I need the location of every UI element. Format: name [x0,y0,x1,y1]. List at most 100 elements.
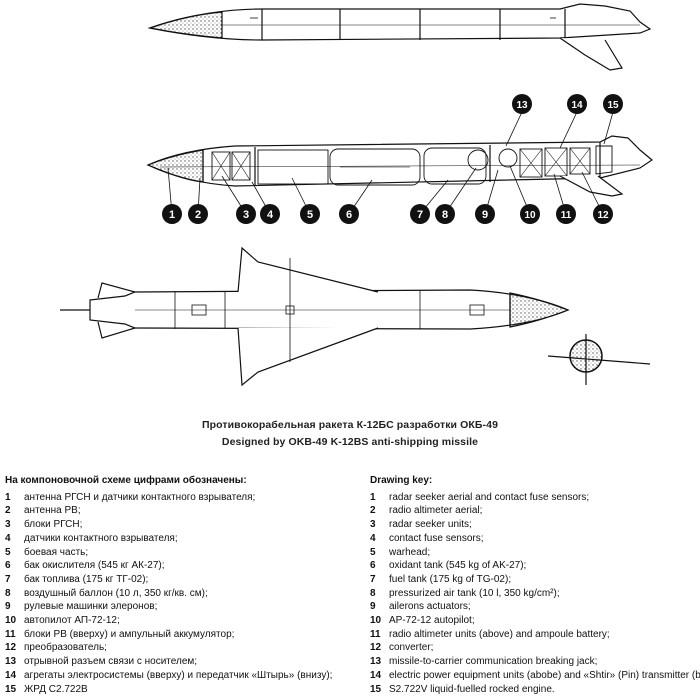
key-item-text: radar seeker aerial and contact fuse sen… [389,491,590,503]
key-item-number: 7 [5,573,11,585]
key-item: 13 отрывной разъем связи с носителем; [5,655,355,669]
svg-text:5: 5 [307,209,313,221]
key-item-text: radar seeker units; [389,519,472,531]
wing-lower [237,327,379,387]
key-item-number: 9 [370,601,376,613]
key-item-text: AP-72-12 autopilot; [389,615,475,627]
key-item-number: 9 [5,601,11,613]
callout-5: 5 [300,204,320,224]
key-item-text: contact fuse sensors; [389,532,484,544]
plan-view [60,246,570,387]
key-item: 9 ailerons actuators; [370,600,695,614]
key-item-number: 4 [370,532,376,544]
key-item-number: 3 [370,519,376,531]
callout-10: 10 [520,204,540,224]
key-item-text: отрывной разъем связи с носителем; [24,656,198,668]
key-item-text: воздушный баллон (10 л, 350 кг/кв. см); [24,587,208,599]
callout-9: 9 [475,204,495,224]
key-item-number: 1 [5,491,11,503]
key-item: 7 бак топлива (175 кг ТГ-02); [5,573,355,587]
autopilot-circle [498,148,518,168]
callout-12: 12 [593,204,613,224]
svg-text:7: 7 [417,209,423,221]
drawing-key-russian: На компоновочной схеме цифрами обозначен… [5,474,355,696]
key-item-text: датчики контактного взрывателя; [24,532,178,544]
key-item-number: 5 [370,546,376,558]
key-item-number: 12 [5,642,17,654]
caption-english: Designed by OKB-49 K-12BS anti-shipping … [221,436,479,448]
front-view [547,334,651,385]
key-item-text: агрегаты электросистемы (вверху) и перед… [24,669,333,681]
key-item: 13 missile-to-carrier communication break… [370,655,695,669]
key-item-text: warhead; [389,546,431,558]
key-item-text: преобразователь; [24,642,107,654]
key-item: 3 блоки РГСН; [5,518,355,532]
key-item-number: 14 [370,669,382,681]
svg-text:6: 6 [346,209,352,221]
key-item: 8 воздушный баллон (10 л, 350 кг/кв. см); [5,587,355,601]
warhead-section [257,149,329,185]
oxidant-tank [329,148,421,186]
wing-upper [237,246,379,293]
key-item: 10 автопилот АП-72-12; [5,614,355,628]
key-item: 9 рулевые машинки элеронов; [5,600,355,614]
key-title-russian: На компоновочной схеме цифрами обозначен… [5,475,247,486]
nose-radome-top [147,11,223,39]
key-item-number: 8 [5,587,11,599]
key-item-text: автопилот АП-72-12; [24,615,120,627]
key-item-number: 6 [370,560,376,572]
key-item: 3 radar seeker units; [370,518,695,532]
callout-7: 7 [410,204,430,224]
key-item-number: 11 [370,628,381,640]
key-item-text: radio altimeter aerial; [389,505,483,517]
key-item-text: рулевые машинки элеронов; [24,601,158,613]
svg-text:15: 15 [607,100,619,111]
key-item-number: 10 [5,615,17,627]
key-item-number: 11 [5,628,16,640]
key-item-text: бак окислителя (545 кг АК-27); [24,560,165,572]
key-item-number: 1 [370,491,376,503]
tail-fin-upper [97,282,136,299]
air-bottle [467,149,489,171]
callout-2: 2 [188,204,208,224]
key-item-text: ailerons actuators; [389,601,471,613]
radar-seeker-block-b [231,151,251,181]
callout-3: 3 [236,204,256,224]
key-item-text: missile-to-carrier communication breakin… [389,656,598,668]
key-item-number: 3 [5,519,11,531]
key-item-text: бак топлива (175 кг ТГ-02); [24,573,149,585]
key-item: 12 преобразователь; [5,641,355,655]
callout-8: 8 [435,204,455,224]
key-item-number: 15 [370,683,382,695]
key-item-text: electric power equipment units (abobe) a… [389,669,700,681]
radar-seeker-block-a [211,151,231,181]
key-item-number: 13 [5,656,17,668]
key-item-text: боевая часть; [24,546,89,558]
svg-text:2: 2 [195,209,201,221]
key-item: 11 блоки РВ (вверху) и ампульный аккумуля… [5,628,355,642]
callout-6: 6 [339,204,359,224]
key-item-number: 6 [5,560,11,572]
svg-text:11: 11 [561,210,572,221]
key-item-number: 2 [5,505,11,517]
key-item-text: антенна РГСН и датчики контактного взрыв… [24,491,256,503]
missile-drawing: 1 2 3 4 5 6 7 8 9 10 11 12 13 14 15 [60,3,654,387]
svg-text:3: 3 [243,209,249,221]
callout-11: 11 [556,204,576,224]
key-item: 1 radar seeker aerial and contact fuse se… [370,491,695,505]
key-item-text: блоки РГСН; [24,519,83,531]
svg-text:1: 1 [169,209,175,221]
nose-radome-plan [509,292,570,328]
key-item-text: блоки РВ (вверху) и ампульный аккумулято… [24,628,235,640]
svg-text:13: 13 [516,100,528,111]
key-item: 14 electric power equipment units (abobe)… [370,669,700,683]
key-item-number: 2 [370,505,376,517]
key-item-number: 13 [370,656,382,668]
